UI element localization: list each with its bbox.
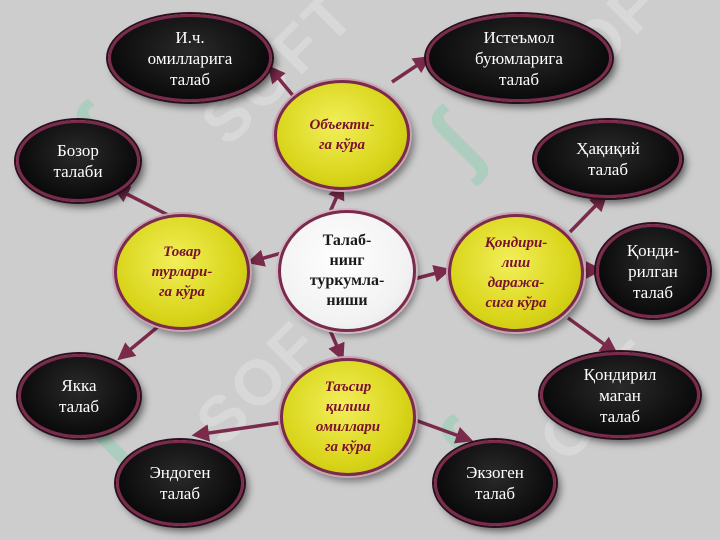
center-node-label: Талаб- нинг туркумла- ниши xyxy=(309,232,385,309)
leaf-node-exogenous-demand: Экзоген талаб xyxy=(434,440,556,526)
leaf-node-market-demand: Бозор талаби xyxy=(16,120,140,202)
leaf-node-label: Эндоген талаб xyxy=(149,463,211,503)
arrow-center-goods xyxy=(246,249,286,267)
arrow-object-consumer xyxy=(391,56,431,84)
center-node-demand-classification: Талаб- нинг туркумла- ниши xyxy=(278,210,416,332)
leaf-node-label: Бозор талаби xyxy=(53,141,103,181)
arrow-object-production xyxy=(267,65,297,100)
leaf-node-unsatisfied-demand: Қондирил маган талаб xyxy=(540,352,700,438)
leaf-node-consumer-goods: Истеъмол буюмларига талаб xyxy=(426,14,612,102)
category-node-goods: Товар турлари- га кўра xyxy=(114,214,250,330)
category-node-influence: Таъсир қилиш омиллари га кўра xyxy=(280,358,416,476)
leaf-node-satisfied-demand: Қонди- рилган талаб xyxy=(596,224,710,318)
arrow-satisfaction-unsatisfied xyxy=(566,316,618,355)
category-node-satisfaction: Қондири- лиш даража- сига кўра xyxy=(448,214,584,332)
leaf-node-label: Истеъмол буюмларига талаб xyxy=(475,27,563,89)
leaf-node-endogenous-demand: Эндоген талаб xyxy=(116,440,244,526)
leaf-node-real-demand: Ҳақиқий талаб xyxy=(534,120,682,198)
category-node-label: Объекти- га кўра xyxy=(309,117,375,153)
leaf-node-label: Якка талаб xyxy=(58,376,99,416)
leaf-node-single-demand: Якка талаб xyxy=(18,354,140,438)
arrow-goods-single xyxy=(117,323,162,361)
arrow-satisfaction-real xyxy=(568,193,608,234)
leaf-node-label: И.ч. омилларига талаб xyxy=(147,27,233,89)
leaf-node-label: Экзоген талаб xyxy=(466,463,524,503)
arrow-influence-endogenous xyxy=(191,420,286,442)
category-node-label: Қондири- лиш даража- сига кўра xyxy=(484,235,548,311)
category-node-label: Товар турлари- га кўра xyxy=(151,244,213,300)
arrow-center-influence xyxy=(328,329,345,362)
arrow-influence-exogenous xyxy=(414,418,474,444)
leaf-node-label: Ҳақиқий талаб xyxy=(576,139,640,179)
leaf-node-label: Қонди- рилган талаб xyxy=(626,240,680,302)
leaf-node-label: Қондирил маган талаб xyxy=(583,364,657,426)
leaf-node-production-factors: И.ч. омилларига талаб xyxy=(108,14,272,102)
arrow-goods-market xyxy=(111,186,169,217)
category-node-object: Объекти- га кўра xyxy=(274,80,410,190)
category-node-label: Таъсир қилиш омиллари га кўра xyxy=(315,379,381,455)
arrow-center-satisfaction xyxy=(409,265,452,283)
